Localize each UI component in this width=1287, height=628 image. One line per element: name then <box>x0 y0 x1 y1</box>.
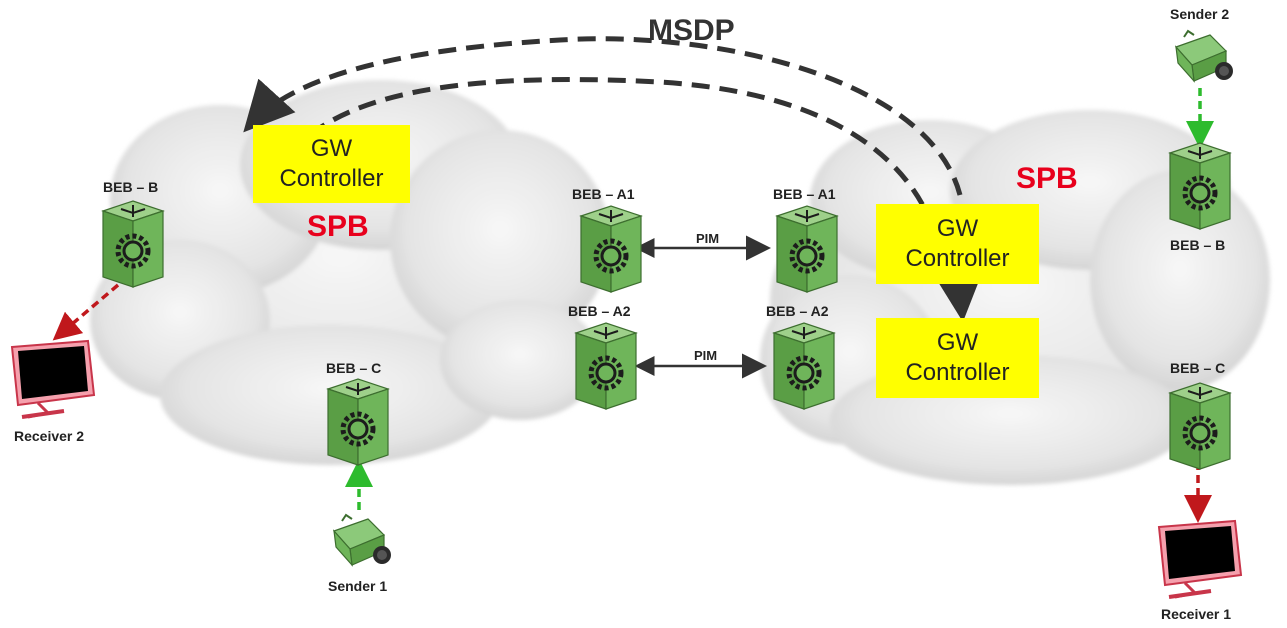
msdp-path-outer <box>243 36 963 196</box>
switch-right-beb-a1 <box>777 206 837 292</box>
gw-controller-line1: GW <box>936 215 979 242</box>
label-right-beb-b: BEB – B <box>1170 237 1226 253</box>
label-left-beb-a1: BEB – A1 <box>572 186 635 202</box>
switch-left-beb-a1 <box>581 206 641 292</box>
gw-controller-right-top: GW Controller <box>876 204 1039 284</box>
label-right-beb-a2: BEB – A2 <box>766 303 829 319</box>
switch-right-beb-a2 <box>774 323 834 409</box>
switch-left-beb-b <box>103 201 163 287</box>
switch-right-beb-c <box>1170 383 1230 469</box>
label-sender-1: Sender 1 <box>328 578 388 594</box>
receiver-2-monitor <box>12 341 94 417</box>
gw-controller-line1: GW <box>310 135 353 162</box>
label-left-beb-a2: BEB – A2 <box>568 303 631 319</box>
label-left-beb-b: BEB – B <box>103 179 159 195</box>
left-receive-arrow <box>52 283 120 341</box>
left-cloud <box>90 80 610 465</box>
sender-2-camera <box>1174 29 1235 83</box>
left-spb-label: SPB <box>307 210 369 243</box>
label-right-beb-a1: BEB – A1 <box>773 186 836 202</box>
gw-controller-line2: Controller <box>905 245 1010 272</box>
receiver-1-monitor <box>1159 521 1241 597</box>
switch-left-beb-a2 <box>576 323 636 409</box>
label-receiver-2: Receiver 2 <box>14 428 85 444</box>
label-right-beb-c: BEB – C <box>1170 360 1226 376</box>
label-sender-2: Sender 2 <box>1170 6 1230 22</box>
sender-1-camera <box>332 513 393 567</box>
pim-label-bottom: PIM <box>694 348 718 363</box>
right-spb-label: SPB <box>1016 162 1078 195</box>
pim-label-top: PIM <box>696 231 720 246</box>
gw-controller-line2: Controller <box>279 165 384 192</box>
switch-left-beb-c <box>328 379 388 465</box>
msdp-title: MSDP <box>648 14 735 47</box>
gw-controller-right-bottom: GW Controller <box>876 318 1039 398</box>
gw-controller-line1: GW <box>936 329 979 356</box>
gw-controller-line2: Controller <box>905 359 1010 386</box>
gw-controller-left: GW Controller <box>253 125 410 203</box>
label-receiver-1: Receiver 1 <box>1161 606 1232 622</box>
switch-right-beb-b <box>1170 143 1230 229</box>
label-left-beb-c: BEB – C <box>326 360 382 376</box>
